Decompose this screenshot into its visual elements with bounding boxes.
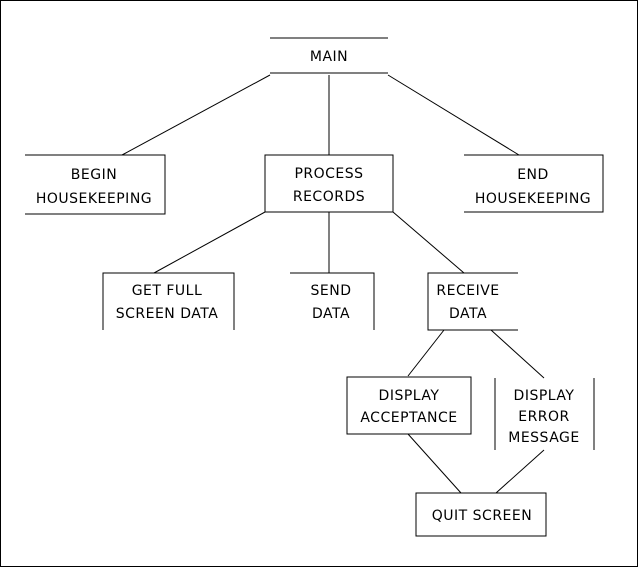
connector-receive-dispaccept xyxy=(407,329,445,377)
connector-disperror-quit xyxy=(495,449,545,494)
node-begin-housekeeping xyxy=(25,154,166,215)
connector-main-end xyxy=(387,74,520,156)
node-main xyxy=(270,37,388,74)
begin-label-line1: BEGIN xyxy=(71,167,117,183)
receive-label-line1: RECEIVE xyxy=(436,283,499,299)
process-label-line2: RECORDS xyxy=(293,189,365,205)
node-quit-screen xyxy=(415,492,547,537)
connector-receive-disperror xyxy=(490,329,545,379)
end-label-line2: HOUSEKEEPING xyxy=(475,191,591,207)
process-label-line1: PROCESS xyxy=(294,166,363,182)
connector-main-begin xyxy=(121,74,271,156)
send-label-line1: SEND xyxy=(311,283,352,299)
node-display-acceptance xyxy=(346,376,472,435)
connector-dispaccept-quit xyxy=(407,433,462,494)
receive-label-line2: DATA xyxy=(449,306,487,322)
getfull-label-line1: GET FULL xyxy=(132,283,203,299)
quit-label: QUIT SCREEN xyxy=(432,508,532,524)
node-end-housekeeping xyxy=(464,154,604,213)
node-process-records xyxy=(264,154,394,213)
dispaccept-label-line1: DISPLAY xyxy=(379,388,440,404)
connector-process-receive xyxy=(392,211,465,274)
send-label-line2: DATA xyxy=(312,306,350,322)
disperror-label-line3: MESSAGE xyxy=(508,430,579,446)
disperror-label-line1: DISPLAY xyxy=(514,388,575,404)
node-send-data xyxy=(290,272,375,330)
main-label: MAIN xyxy=(310,49,348,65)
node-get-full-screen-data xyxy=(102,272,235,330)
connector-process-getfull xyxy=(153,211,266,274)
end-label-line1: END xyxy=(517,167,549,183)
node-receive-data xyxy=(427,272,518,331)
disperror-label-line2: ERROR xyxy=(518,409,570,425)
node-display-error-message xyxy=(494,378,595,450)
begin-label-line2: HOUSEKEEPING xyxy=(36,191,152,207)
getfull-label-line2: SCREEN DATA xyxy=(116,306,219,322)
dispaccept-label-line2: ACCEPTANCE xyxy=(360,410,457,426)
